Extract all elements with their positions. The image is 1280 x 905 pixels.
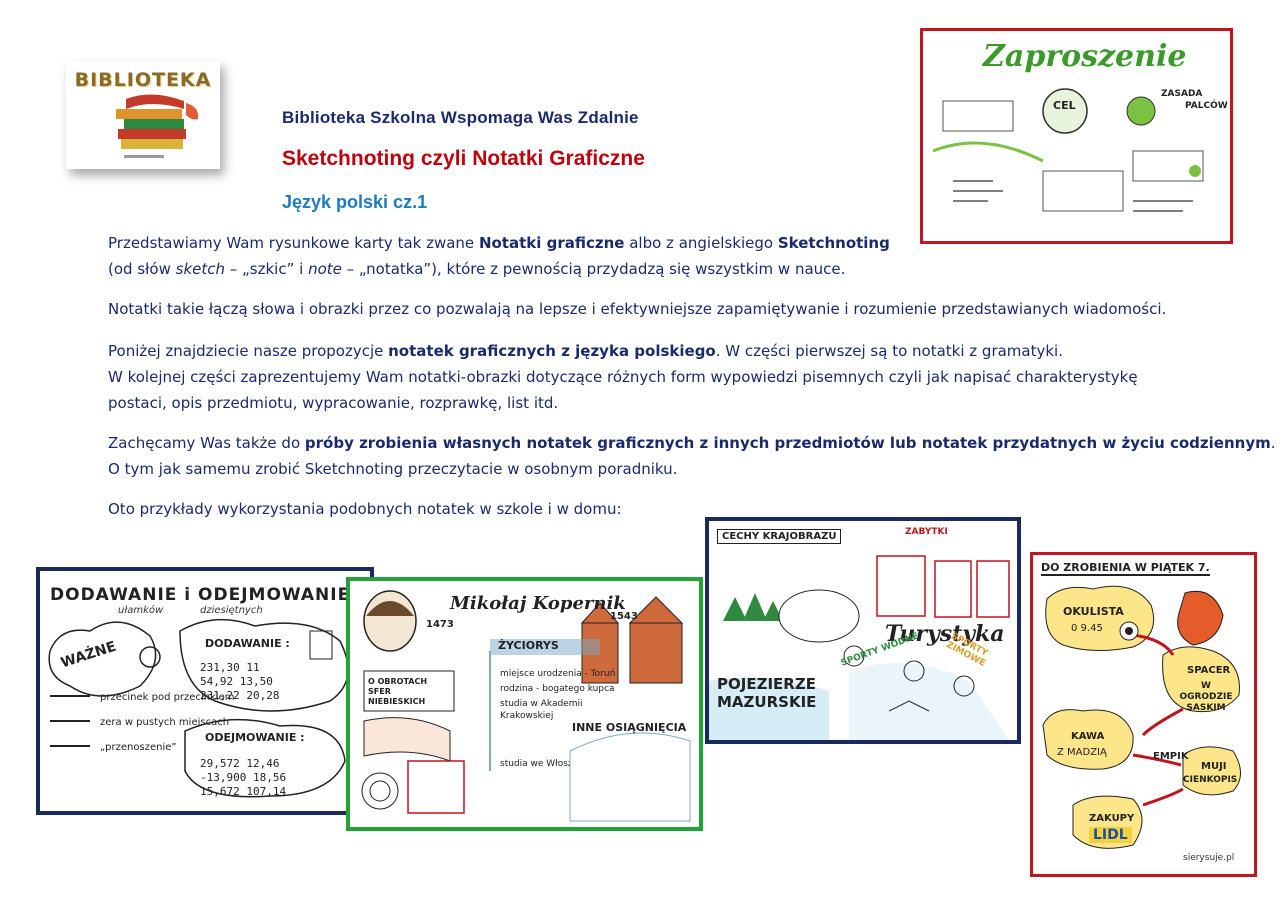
sketchnote-matematyka: przecinek pod przecinkiem zera w pustych… <box>36 567 374 815</box>
svg-text:Krakowskiej: Krakowskiej <box>500 711 553 721</box>
text: albo z angielskiego <box>624 234 778 252</box>
paragraph-examples: Oto przykłady wykorzystania podobnych no… <box>108 496 622 522</box>
svg-text:29,572 12,46: 29,572 12,46 <box>200 757 279 770</box>
kopernik-book: O OBROTACH SFER NIEBIESKICH <box>368 677 428 706</box>
piatek-empik: EMPIK <box>1153 751 1189 762</box>
mazury-pojezierze: POJEZIERZE MAZURSKIE <box>717 675 817 711</box>
svg-text:15,672 107,14: 15,672 107,14 <box>200 785 286 798</box>
paragraph-proposals: Poniżej znajdziecie nasze propozycje not… <box>108 338 1138 416</box>
text: – „szkic” i <box>225 260 309 278</box>
svg-text:-13,900 18,56: -13,900 18,56 <box>200 771 286 784</box>
logo-title: BIBLIOTEKA <box>74 69 212 91</box>
text: Przedstawiamy Wam rysunkowe karty tak zw… <box>108 234 479 252</box>
mazury-turystyka: Turystyka <box>885 621 1005 647</box>
piatek-ogrod: W OGRODZIE SASKIM <box>1179 681 1233 713</box>
text: . W części pierwszej są to notatki z gra… <box>715 342 1063 360</box>
zaproszenie-drawing <box>932 88 1204 212</box>
page-title: Biblioteka Szkolna Wspomaga Was Zdalnie <box>282 108 639 127</box>
svg-text:231,30 11: 231,30 11 <box>200 661 260 674</box>
piatek-madzia: Z MADZIĄ <box>1057 747 1107 758</box>
piatek-spacer: SPACER <box>1187 665 1231 676</box>
sketchnote-piatek: DO ZROBIENIA W PIĄTEK 7. OKULISTA 0 9.45… <box>1030 552 1257 877</box>
zaproszenie-palcow: PALCÓW <box>1185 101 1228 111</box>
text-bold: próby zrobienia własnych notatek graficz… <box>304 434 1271 452</box>
section-title: Język polski cz.1 <box>282 192 428 212</box>
matematyka-sub2: dziesiętnych <box>200 605 263 616</box>
sketchnote-mazury: CECHY KRAJOBRAZU ZABYTKI Turystyka POJEZ… <box>705 517 1021 744</box>
text: W kolejnej części zaprezentujemy Wam not… <box>108 368 1138 386</box>
text-bold: notatek graficznych z języka polskiego <box>388 342 716 360</box>
kopernik-title: Mikołaj Kopernik <box>450 593 626 614</box>
piatek-cienkopis: CIENKOPIS <box>1183 775 1238 785</box>
text: . <box>1270 434 1276 452</box>
matematyka-odejmowanie: ODEJMOWANIE : <box>205 731 305 744</box>
svg-text:54,92 13,50: 54,92 13,50 <box>200 675 273 688</box>
text: postaci, opis przedmiotu, wypracowanie, … <box>108 394 559 412</box>
text: – „notatka”), które z pewnością przydadz… <box>341 260 846 278</box>
text: (od słów <box>108 260 176 278</box>
text-italic: sketch <box>175 260 225 278</box>
books-illustration <box>116 94 199 158</box>
sketchnote-kopernik: miejsce urodzenia - Toruń rodzina - boga… <box>346 577 703 831</box>
piatek-time: 0 9.45 <box>1071 623 1103 634</box>
piatek-kawa: KAWA <box>1071 731 1105 742</box>
sketchnote-zaproszenie: Zaproszenie CEL ZASADA PALCÓW <box>920 28 1233 244</box>
piatek-okulista: OKULISTA <box>1063 605 1124 618</box>
text-italic: note <box>308 260 342 278</box>
text-bold: Sketchnoting <box>777 234 890 252</box>
piatek-lidl: LIDL <box>1089 827 1132 843</box>
paragraph-intro: Przedstawiamy Wam rysunkowe karty tak zw… <box>108 230 890 282</box>
text-bold: Notatki graficzne <box>478 234 625 252</box>
matematyka-drawing: przecinek pod przecinkiem zera w pustych… <box>48 618 349 798</box>
kopernik-osiagniecia: INNE OSIĄGNIĘCIA <box>572 721 687 734</box>
text: O tym jak samemu zrobić Sketchnoting prz… <box>108 460 678 478</box>
zaproszenie-cel: CEL <box>1053 99 1076 112</box>
svg-text:miejsce urodzenia - Toruń: miejsce urodzenia - Toruń <box>500 669 615 679</box>
text: Oto przykłady wykorzystania podobnych no… <box>108 500 622 518</box>
biblioteka-logo: BIBLIOTEKA <box>66 61 220 169</box>
piatek-muji: MUJI <box>1201 761 1227 772</box>
svg-text:rodzina - bogatego kupca: rodzina - bogatego kupca <box>500 684 615 694</box>
svg-text:studia we Włoszech: studia we Włoszech <box>500 759 589 769</box>
page-subtitle: Sketchnoting czyli Notatki Graficzne <box>282 147 645 170</box>
svg-text:„przenoszenie”: „przenoszenie” <box>100 742 177 753</box>
svg-text:przecinek pod przecinkiem: przecinek pod przecinkiem <box>100 692 235 703</box>
svg-text:zera w pustych miejscach: zera w pustych miejscach <box>100 717 229 728</box>
matematyka-sub1: ułamków <box>118 605 164 616</box>
piatek-sign: sierysuje.pl <box>1183 853 1235 863</box>
kopernik-year-born: 1473 <box>426 619 454 630</box>
text: Zachęcamy Was także do <box>108 434 305 452</box>
mazury-cechy: CECHY KRAJOBRAZU <box>717 529 842 544</box>
zaproszenie-title: Zaproszenie <box>983 39 1187 74</box>
kopernik-drawing: miejsce urodzenia - Toruń rodzina - boga… <box>361 590 691 822</box>
piatek-title: DO ZROBIENIA W PIĄTEK 7. <box>1041 561 1210 576</box>
matematyka-dodawanie: DODAWANIE : <box>205 637 290 650</box>
svg-text:231,22 20,28: 231,22 20,28 <box>200 689 279 702</box>
text: Notatki takie łączą słowa i obrazki prze… <box>108 300 1167 318</box>
piatek-zakupy: ZAKUPY <box>1089 813 1135 824</box>
zaproszenie-zasada: ZASADA <box>1161 89 1203 99</box>
svg-text:studia w Akademii: studia w Akademii <box>500 699 582 709</box>
piatek-drawing <box>1042 585 1241 849</box>
text: Poniżej znajdziecie nasze propozycje <box>108 342 389 360</box>
mazury-zabytki: ZABYTKI <box>905 527 948 537</box>
mazury-drawing <box>709 555 1010 740</box>
paragraph-encouragement: Zachęcamy Was także do próby zrobienia w… <box>108 430 1276 482</box>
paragraph-benefits: Notatki takie łączą słowa i obrazki prze… <box>108 296 1166 322</box>
kopernik-year-died: 1543 <box>610 611 638 622</box>
kopernik-zyciorys: ŻYCIORYS <box>498 639 559 652</box>
matematyka-title: DODAWANIE i ODEJMOWANIE <box>50 585 351 605</box>
